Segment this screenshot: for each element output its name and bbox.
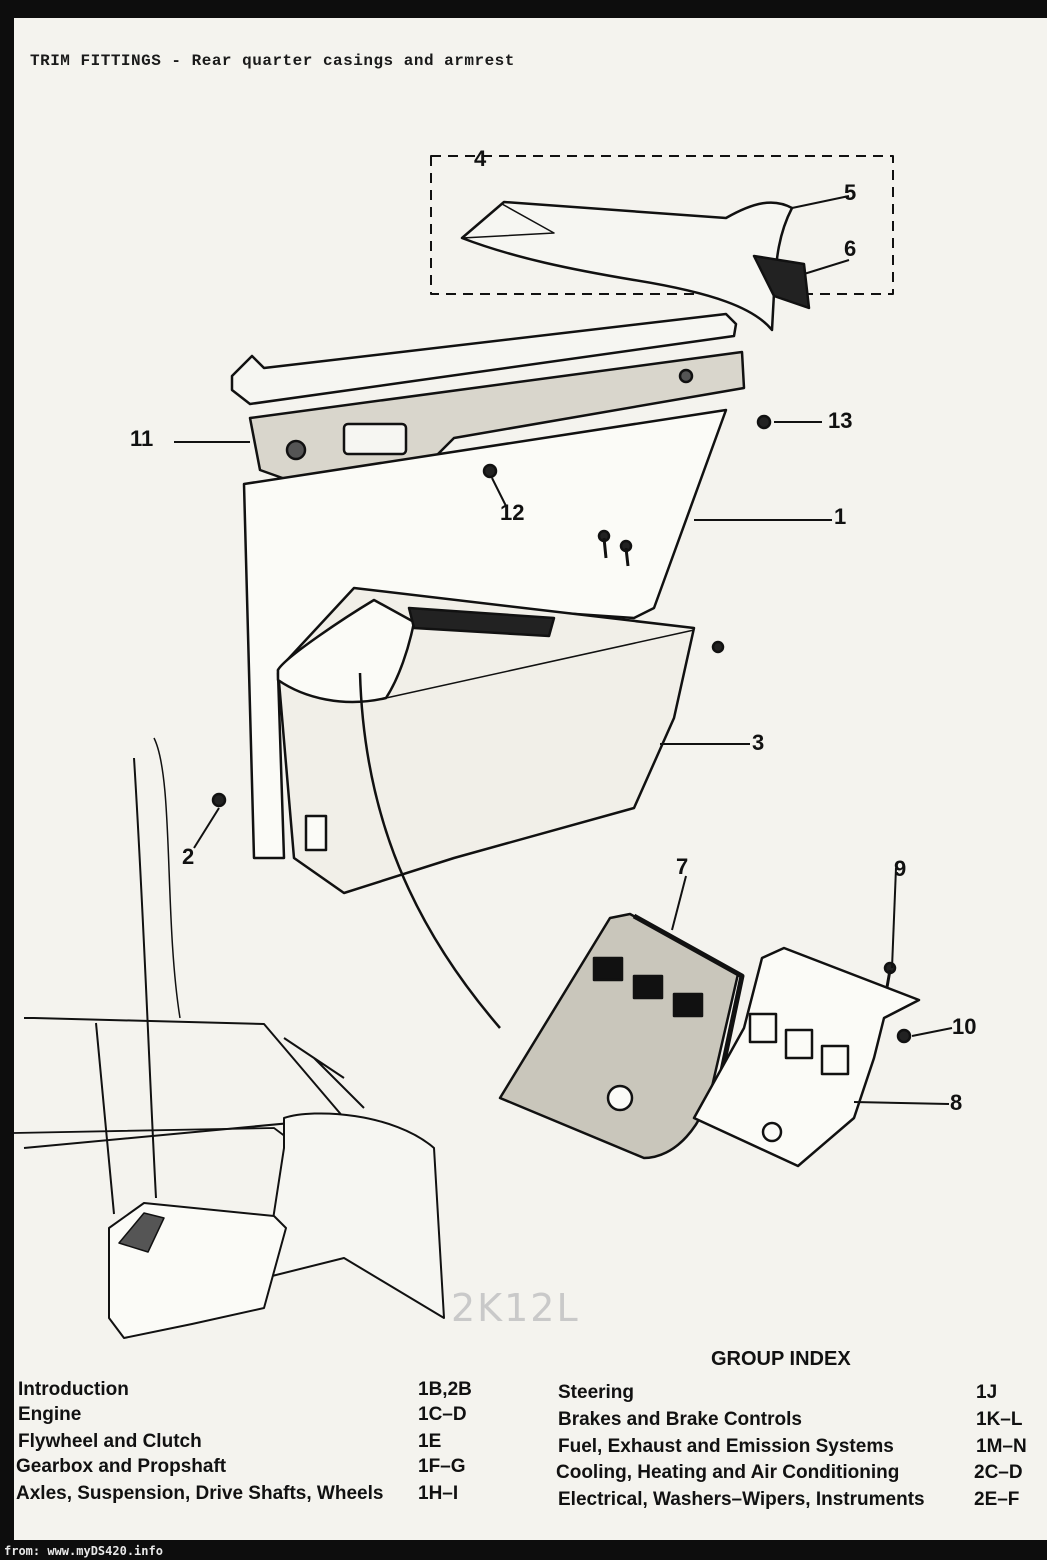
index-label: Electrical, Washers–Wipers, Instruments xyxy=(558,1489,925,1510)
index-label: Steering xyxy=(558,1382,635,1403)
callout-2: 2 xyxy=(182,844,195,869)
part-7-switch-panel xyxy=(498,912,740,1160)
callout-8: 8 xyxy=(950,1090,963,1115)
exploded-parts-diagram xyxy=(13,155,953,1339)
index-code: 1K–L xyxy=(976,1409,1023,1430)
callout-11: 11 xyxy=(130,426,154,451)
group-index-title: GROUP INDEX xyxy=(711,1348,851,1370)
callout-12: 12 xyxy=(500,500,525,525)
index-label: Engine xyxy=(18,1404,82,1425)
callout-13: 13 xyxy=(828,408,853,433)
callout-5: 5 xyxy=(844,180,857,205)
index-label: Gearbox and Propshaft xyxy=(16,1456,227,1477)
index-code: 1H–I xyxy=(418,1483,459,1504)
callout-9: 9 xyxy=(894,856,907,881)
callout-1: 1 xyxy=(834,504,847,529)
index-label: Axles, Suspension, Drive Shafts, Wheels xyxy=(16,1483,384,1504)
part-capping xyxy=(230,312,738,406)
assembly-4-dashed-box xyxy=(430,155,894,295)
index-code: 1B,2B xyxy=(418,1379,472,1400)
callout-4: 4 xyxy=(474,146,487,171)
index-code: 1M–N xyxy=(976,1436,1027,1457)
index-label: Fuel, Exhaust and Emission Systems xyxy=(558,1436,894,1457)
microfiche-page: TRIM FITTINGS - Rear quarter casings and… xyxy=(13,18,1027,1540)
callout-6: 6 xyxy=(844,236,857,261)
part-6-seal xyxy=(752,254,811,310)
index-label: Introduction xyxy=(18,1379,129,1400)
source-footer: from: www.myDS420.info xyxy=(4,1544,163,1558)
index-code: 1J xyxy=(976,1382,998,1403)
callout-3: 3 xyxy=(752,730,765,755)
part-5-finisher xyxy=(460,200,794,332)
index-code: 1E xyxy=(418,1431,442,1452)
index-code: 1C–D xyxy=(418,1404,467,1425)
index-label: Flywheel and Clutch xyxy=(18,1431,202,1452)
handwritten-reference: 2K12L xyxy=(451,1286,580,1330)
callout-7: 7 xyxy=(676,854,689,879)
index-label: Brakes and Brake Controls xyxy=(558,1409,802,1430)
index-code: 2C–D xyxy=(974,1462,1023,1483)
index-code: 2E–F xyxy=(974,1489,1020,1510)
callout-10: 10 xyxy=(952,1014,977,1039)
page-title: TRIM FITTINGS - Rear quarter casings and… xyxy=(30,52,515,70)
index-label: Cooling, Heating and Air Conditioning xyxy=(556,1462,900,1483)
adjacent-page-edge xyxy=(1014,18,1047,1540)
index-code: 1F–G xyxy=(418,1456,466,1477)
